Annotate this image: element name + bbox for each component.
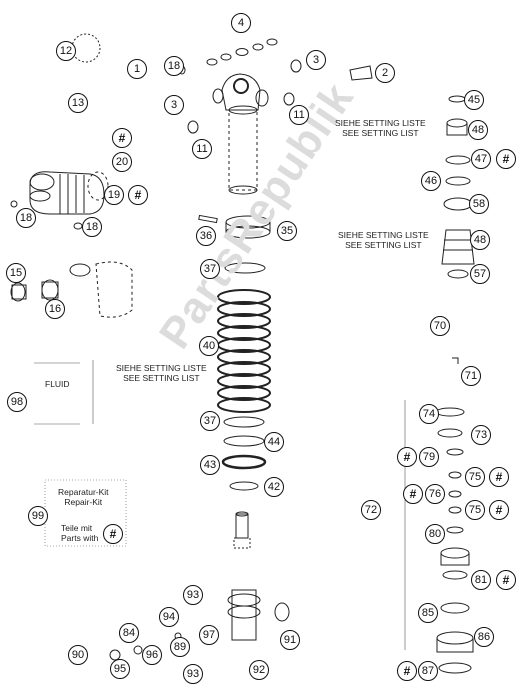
callout-72[interactable]: 72 [361, 500, 381, 520]
callout-84[interactable]: 84 [119, 623, 139, 643]
callout-42[interactable]: 42 [264, 477, 284, 497]
top-seal-rings [206, 38, 278, 66]
callout-hash[interactable]: # [397, 661, 417, 681]
callout-hash[interactable]: # [397, 447, 417, 467]
callout-86[interactable]: 86 [474, 627, 494, 647]
callout-71[interactable]: 71 [461, 366, 481, 386]
spring-retainer [198, 214, 271, 274]
callout-87[interactable]: 87 [418, 661, 438, 681]
callout-85[interactable]: 85 [418, 603, 438, 623]
callout-44[interactable]: 44 [264, 432, 284, 452]
callout-hash-parts-with[interactable]: # [103, 524, 123, 544]
right-stack-lower [435, 407, 474, 674]
spring-seats [221, 416, 267, 491]
callout-93[interactable]: 93 [183, 664, 203, 684]
callout-hash[interactable]: # [128, 185, 148, 205]
callout-75[interactable]: 75 [465, 467, 485, 487]
callout-18[interactable]: 18 [16, 208, 36, 228]
callout-93[interactable]: 93 [183, 585, 203, 605]
callout-92[interactable]: 92 [249, 660, 269, 680]
callout-75[interactable]: 75 [465, 500, 485, 520]
callout-81[interactable]: 81 [471, 570, 491, 590]
adjuster-parts [10, 261, 133, 318]
callout-76[interactable]: 76 [425, 484, 445, 504]
callout-48[interactable]: 48 [470, 230, 490, 250]
callout-47[interactable]: 47 [471, 149, 491, 169]
right-stack-middle [441, 229, 475, 364]
callout-48[interactable]: 48 [468, 120, 488, 140]
leader-lines [34, 360, 406, 650]
callout-95[interactable]: 95 [110, 659, 130, 679]
callout-90[interactable]: 90 [68, 645, 88, 665]
callout-79[interactable]: 79 [419, 447, 439, 467]
callout-12[interactable]: 12 [56, 41, 76, 61]
callout-3[interactable]: 3 [164, 95, 184, 115]
callout-40[interactable]: 40 [199, 336, 219, 356]
callout-20[interactable]: 20 [112, 152, 132, 172]
callout-hash[interactable]: # [496, 149, 516, 169]
callout-73[interactable]: 73 [471, 425, 491, 445]
callout-94[interactable]: 94 [159, 607, 179, 627]
callout-91[interactable]: 91 [280, 630, 300, 650]
callout-hash[interactable]: # [489, 500, 509, 520]
callout-57[interactable]: 57 [470, 264, 490, 284]
callout-4[interactable]: 4 [231, 13, 251, 33]
fluid-label: FLUID [45, 379, 70, 389]
callout-hash[interactable]: # [403, 484, 423, 504]
callout-11[interactable]: 11 [289, 105, 309, 125]
callout-19[interactable]: 19 [104, 185, 124, 205]
coil-spring [217, 289, 271, 413]
callout-80[interactable]: 80 [425, 524, 445, 544]
callout-45[interactable]: 45 [464, 90, 484, 110]
right-stack-upper [443, 95, 473, 211]
callout-99[interactable]: 99 [28, 506, 48, 526]
callout-2[interactable]: 2 [375, 63, 395, 83]
callout-13[interactable]: 13 [68, 93, 88, 113]
callout-15[interactable]: 15 [6, 263, 26, 283]
callout-18[interactable]: 18 [82, 217, 102, 237]
callout-36[interactable]: 36 [196, 226, 216, 246]
callout-18[interactable]: 18 [164, 56, 184, 76]
callout-74[interactable]: 74 [419, 404, 439, 424]
callout-37[interactable]: 37 [200, 411, 220, 431]
callout-70[interactable]: 70 [430, 316, 450, 336]
piston-rod [109, 511, 290, 661]
callout-3[interactable]: 3 [306, 50, 326, 70]
damper-body [187, 92, 295, 195]
callout-97[interactable]: 97 [199, 625, 219, 645]
callout-hash[interactable]: # [489, 467, 509, 487]
callout-37[interactable]: 37 [200, 259, 220, 279]
callout-hash[interactable]: # [496, 570, 516, 590]
callout-11[interactable]: 11 [192, 139, 212, 159]
shock-eyelet [178, 59, 373, 111]
callout-46[interactable]: 46 [421, 171, 441, 191]
callout-96[interactable]: 96 [142, 645, 162, 665]
reservoir-left [10, 33, 109, 230]
callout-35[interactable]: 35 [277, 221, 297, 241]
callout-16[interactable]: 16 [45, 299, 65, 319]
callout-58[interactable]: 58 [469, 194, 489, 214]
callout-89[interactable]: 89 [170, 637, 190, 657]
callout-43[interactable]: 43 [200, 455, 220, 475]
callout-hash[interactable]: # [112, 128, 132, 148]
callout-1[interactable]: 1 [127, 59, 147, 79]
callout-98[interactable]: 98 [7, 392, 27, 412]
